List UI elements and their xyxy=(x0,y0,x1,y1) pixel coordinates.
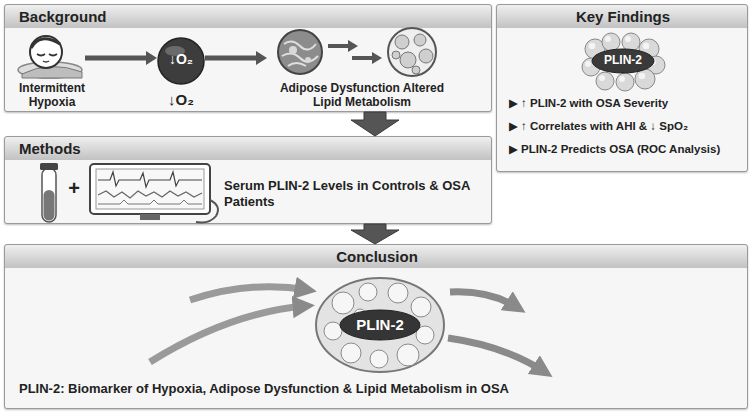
plin2-cluster: PLIN-2 xyxy=(581,33,665,89)
decor-circle xyxy=(370,350,388,368)
node-heading: Key Findings xyxy=(497,8,749,26)
node-heading: ↓O₂ xyxy=(157,51,205,68)
hypoxia-stage: Intermittent Hypoxia xyxy=(19,33,85,79)
flow-connector xyxy=(351,224,399,244)
methods-text: Serum PLIN-2 Levels in Controls & OSA Pa… xyxy=(224,178,474,209)
plus-sign: + xyxy=(64,176,84,200)
node-heading: Intermittent Hypoxia xyxy=(7,81,97,110)
node-heading: Background xyxy=(19,8,319,26)
node-text: ↓O₂ xyxy=(146,91,216,109)
block-arrow xyxy=(351,224,399,244)
decor-circle xyxy=(397,344,419,366)
decor-circle xyxy=(158,38,204,84)
node-text: PLIN-2: Biomarker of Hypoxia, Adipose Dy… xyxy=(19,381,735,397)
decor-circle xyxy=(585,61,591,67)
decor-circle xyxy=(332,292,354,314)
node-heading: PLIN-2 xyxy=(313,316,447,334)
node-heading: PLIN-2 xyxy=(581,53,665,67)
decor-circle xyxy=(596,72,614,90)
adipose-stage: Adipose Dysfunction Altered Lipid Metabo… xyxy=(267,31,457,79)
conclusion-panel: ConclusionPLIN-2: Biomarker of Hypoxia, … xyxy=(4,244,748,409)
background-panel: BackgroundIntermittent Hypoxia↓O₂↓O₂Adip… xyxy=(4,4,492,112)
decor-circle xyxy=(388,283,408,303)
flow-connector xyxy=(351,112,399,136)
block-arrow xyxy=(351,112,399,136)
decor-circle xyxy=(622,33,640,51)
decor-circle xyxy=(616,73,634,91)
decor-circle xyxy=(599,75,605,81)
decor-circle xyxy=(602,33,620,51)
decor-circle xyxy=(589,43,596,50)
oxygen-circle: ↓O₂↓O₂ xyxy=(157,37,205,85)
decor-circle xyxy=(605,36,611,42)
decor-circle xyxy=(324,322,342,340)
node-heading: Methods xyxy=(19,140,319,158)
key-findings-panel: Key Findings ▶ ↑ PLIN-2 with OSA Severity… xyxy=(496,4,748,172)
decor-circle xyxy=(643,43,650,50)
decor-circle xyxy=(359,283,377,301)
node-heading: Conclusion xyxy=(5,248,749,266)
node-text: ▶ ↑ PLIN-2 with OSA Severity xyxy=(509,97,745,111)
plin2-cell: PLIN-2 xyxy=(313,275,447,375)
decor-circle xyxy=(411,297,431,317)
decor-circle xyxy=(341,343,361,363)
decor-circle xyxy=(625,36,631,42)
decor-circle xyxy=(619,76,625,82)
node-text: ▶ ↑ Correlates with AHI & ↓ SpO₂ xyxy=(509,120,745,134)
node-text: ▶ PLIN-2 Predicts OSA (ROC Analysis) xyxy=(509,143,745,157)
decor-circle xyxy=(639,73,646,80)
node-heading: Adipose Dysfunction Altered Lipid Metabo… xyxy=(277,81,447,110)
